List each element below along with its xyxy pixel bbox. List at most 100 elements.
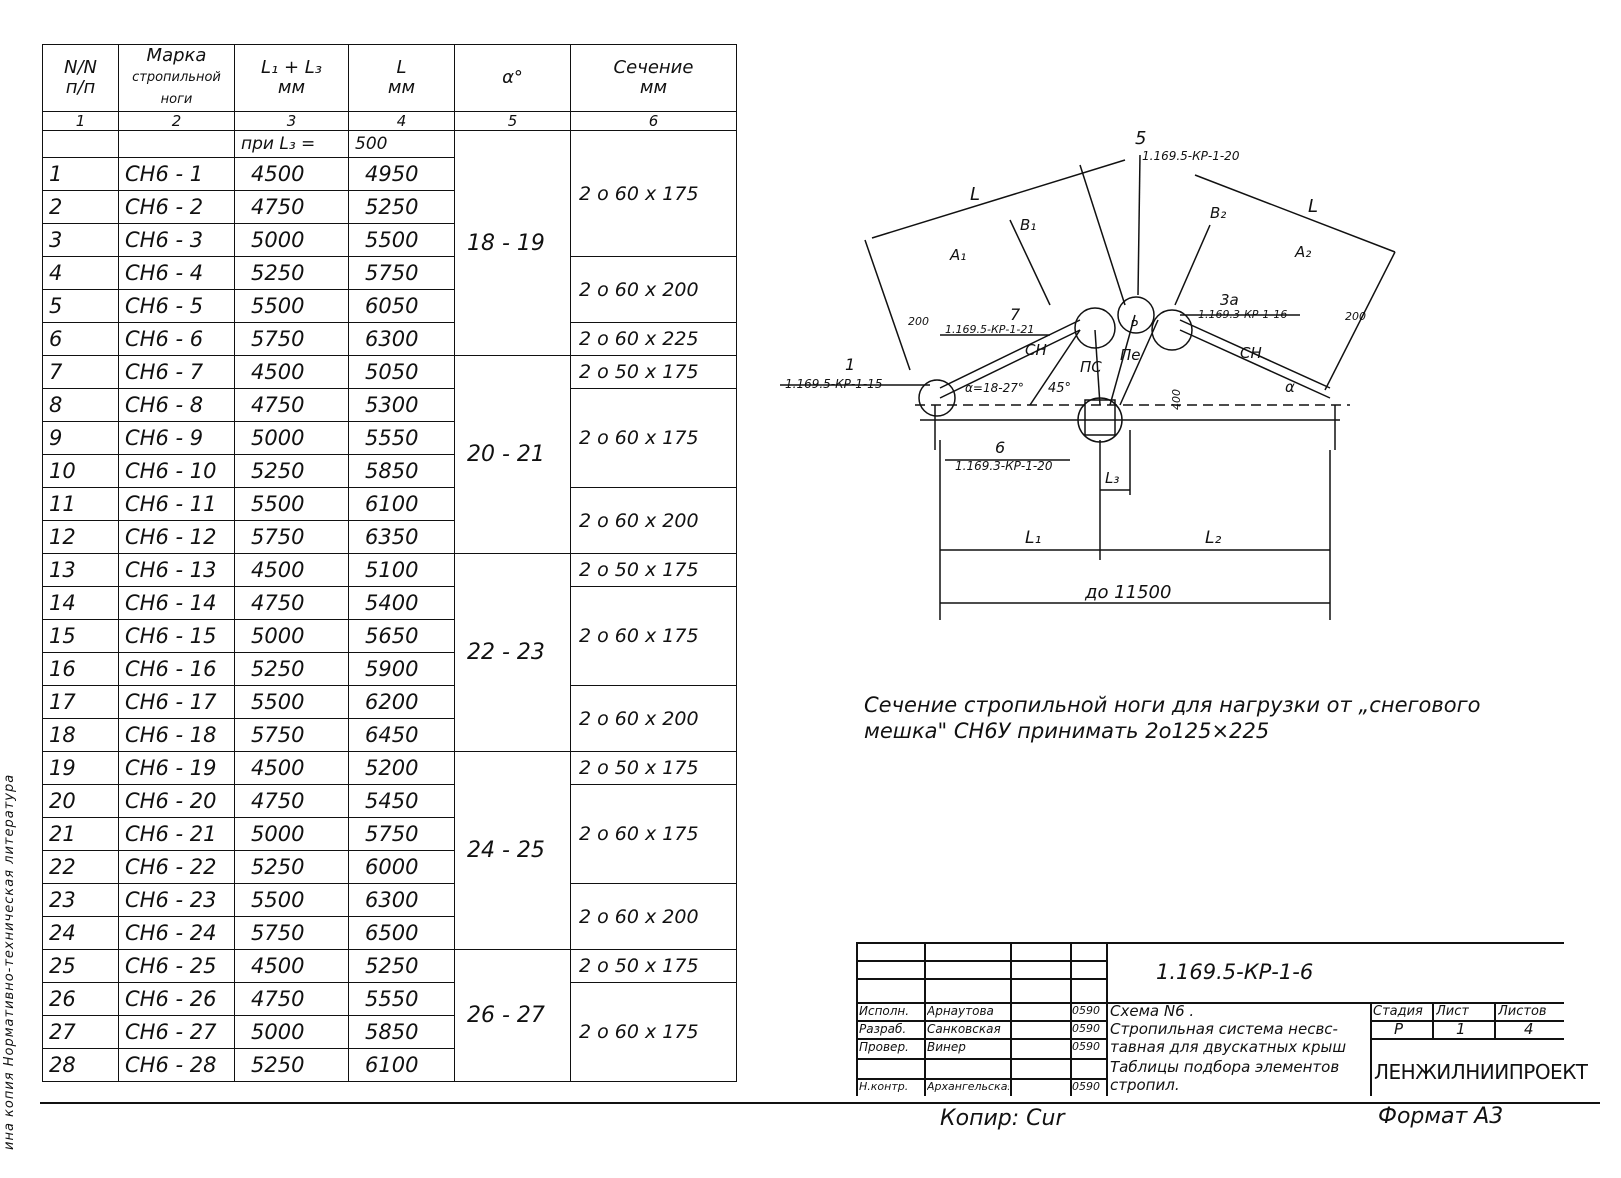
row-number: 24	[42, 916, 119, 950]
ref5-number: 5	[1135, 128, 1146, 149]
row-number: 1	[42, 157, 119, 191]
row-number: 22	[42, 850, 119, 884]
format-label: Формат А3	[1378, 1104, 1504, 1129]
row-number: 2	[42, 190, 119, 224]
length-l1-l3: 5250	[234, 454, 349, 488]
role-developer: Разраб.	[859, 1022, 907, 1036]
rafter-mark: СН6 - 28	[118, 1048, 235, 1082]
length-l: 5300	[348, 388, 455, 422]
sheet-header: Лист	[1436, 1004, 1469, 1019]
section-cell: 2 о 60 х 200	[570, 685, 737, 752]
length-l: 6350	[348, 520, 455, 554]
leader-5	[1137, 154, 1141, 296]
date-checker: 0590	[1072, 1040, 1100, 1053]
rafter-mark: СН6 - 3	[118, 223, 235, 257]
length-l1-l3: 5750	[234, 718, 349, 752]
row-number: 5	[42, 289, 119, 323]
column-number: 6	[570, 111, 737, 131]
dim-ext-b1	[1009, 219, 1051, 306]
rafter-mark: СН6 - 20	[118, 784, 235, 818]
organization-name: ЛЕНЖИЛНИИПРОЕКТ	[1374, 1060, 1588, 1084]
row-number: 16	[42, 652, 119, 686]
rafter-mark: СН6 - 7	[118, 355, 235, 389]
length-l: 5650	[348, 619, 455, 653]
rafter-mark: СН6 - 12	[118, 520, 235, 554]
label-pe: Пе	[1120, 346, 1141, 364]
date-executor: 0590	[1072, 1004, 1100, 1017]
rafter-mark: СН6 - 26	[118, 982, 235, 1016]
rafter-mark: СН6 - 13	[118, 553, 235, 587]
length-l1-l3: 5000	[234, 421, 349, 455]
ref6-code: 1.169.3-КР-1-20	[955, 459, 1053, 473]
row-number: 23	[42, 883, 119, 917]
column-number-row: 1 2 3 4 5 6	[42, 111, 737, 131]
row-number: 25	[42, 949, 119, 983]
row-number: 12	[42, 520, 119, 554]
right-rafter-line-top	[1179, 319, 1331, 389]
description-line-4: Таблицы подбора элементов	[1110, 1058, 1340, 1076]
label-ch-left: СН	[1025, 341, 1047, 359]
length-l: 6300	[348, 883, 455, 917]
row-number: 6	[42, 322, 119, 356]
rafter-mark: СН6 - 10	[118, 454, 235, 488]
length-l1-l3: 5250	[234, 652, 349, 686]
name-developer: Санковская	[927, 1022, 1001, 1036]
stage-header: Стадия	[1373, 1004, 1423, 1019]
label-b2: В₂	[1210, 204, 1226, 222]
document-code: 1.169.5-КР-1-6	[1156, 960, 1314, 984]
rafter-mark: СН6 - 23	[118, 883, 235, 917]
rafter-mark: СН6 - 22	[118, 850, 235, 884]
stage-value: Р	[1394, 1020, 1404, 1038]
length-l1-l3: 4500	[234, 553, 349, 587]
row-number: 11	[42, 487, 119, 521]
length-l: 6300	[348, 322, 455, 356]
rafter-mark: СН6 - 1	[118, 157, 235, 191]
role-executor: Исполн.	[859, 1004, 910, 1018]
angle-cell: 20 - 21	[454, 355, 571, 554]
length-l: 5100	[348, 553, 455, 587]
rafter-mark: СН6 - 11	[118, 487, 235, 521]
node-circle-5	[1117, 296, 1155, 334]
ref7-code: 1.169.5-КР-1-21	[945, 323, 1034, 336]
row-number: 4	[42, 256, 119, 290]
node-circle-3a	[1151, 309, 1193, 351]
length-l1-l3: 4500	[234, 949, 349, 983]
length-l1-l3: 4750	[234, 586, 349, 620]
length-l1-l3: 5750	[234, 520, 349, 554]
length-l: 5250	[348, 949, 455, 983]
rafter-mark: СН6 - 9	[118, 421, 235, 455]
rafter-mark: СН6 - 17	[118, 685, 235, 719]
ref3a-number: 3а	[1220, 291, 1239, 309]
row-number: 26	[42, 982, 119, 1016]
sheets-header: Листов	[1498, 1004, 1547, 1019]
description-line-1: Схема N6 .	[1110, 1002, 1195, 1020]
cell-empty	[42, 130, 119, 158]
ref3a-code: 1.169.3-КР-1-16	[1198, 308, 1287, 321]
length-l1-l3: 4500	[234, 751, 349, 785]
angle-cell: 24 - 25	[454, 751, 571, 950]
section-cell: 2 о 60 х 200	[570, 883, 737, 950]
description-line-5: стропил.	[1110, 1076, 1180, 1094]
length-l1-l3: 4750	[234, 982, 349, 1016]
length-l: 5500	[348, 223, 455, 257]
note-value: 500	[348, 130, 455, 158]
length-l1-l3: 5500	[234, 289, 349, 323]
note-prefix: при L₃ =	[234, 130, 349, 158]
length-l: 5250	[348, 190, 455, 224]
dim-line-L-right	[1194, 174, 1396, 253]
title-block: 1.169.5-КР-1-6 Исполн. Разраб. Провер. Н…	[856, 942, 1588, 1096]
label-l-right: L	[1308, 196, 1318, 217]
row-number: 17	[42, 685, 119, 719]
length-l1-l3: 5250	[234, 850, 349, 884]
strut-ps	[1094, 329, 1101, 406]
rafter-mark: СН6 - 14	[118, 586, 235, 620]
length-l1-l3: 5000	[234, 619, 349, 653]
rafter-mark: СН6 - 25	[118, 949, 235, 983]
margin-stamp-text: ина копия Нормативно-техническая литерат…	[2, 773, 17, 1150]
